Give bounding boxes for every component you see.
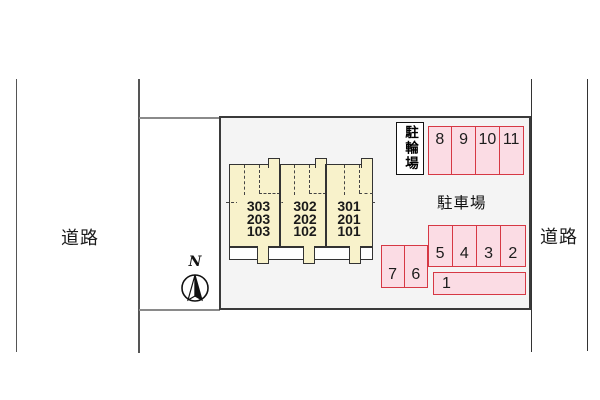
building-entry-tab-3: [349, 245, 361, 264]
unit-102: 102: [293, 223, 317, 240]
parking-number-7: 7: [388, 265, 398, 283]
unit-label-303: 303 203 103: [236, 198, 281, 240]
boundary-connector-bottom: [139, 309, 220, 311]
building-dashed-v1-unit2: [294, 165, 295, 195]
building-dashed-h-unit1: [358, 192, 373, 194]
parking-number-11: 11: [502, 131, 520, 148]
road-label-right: 道路: [540, 227, 578, 247]
parking-space-6: 6: [403, 246, 427, 287]
parking-space-5: 5: [429, 226, 452, 266]
boundary-connector-top: [139, 117, 220, 119]
parking-number-10: 10: [478, 131, 497, 148]
unit-103: 103: [246, 223, 271, 240]
unit-101: 101: [337, 223, 361, 240]
parking-row-pair: 7 6: [380, 245, 428, 288]
building-dashed-h-unit3: [258, 192, 280, 194]
road-line-right-outer: [586, 79, 588, 351]
parking-number-6: 6: [411, 265, 421, 283]
road-label-left: 道路: [61, 228, 99, 248]
unit-label-301: 301 201 101: [327, 198, 371, 240]
unit-203: 203: [246, 210, 271, 227]
unit-302: 302: [293, 198, 317, 214]
parking-lot-label: 駐車場: [437, 195, 487, 212]
compass-north-label: N: [188, 254, 203, 270]
building-entry-tab-2: [303, 245, 315, 264]
unit-label-302: 302 202 102: [283, 198, 327, 240]
parking-number-3: 3: [484, 245, 494, 262]
building-dashed-v1-unit3: [243, 165, 245, 195]
parking-space-8: 8: [429, 127, 452, 174]
parking-space-10: 10: [475, 127, 499, 174]
building-dashed-h-unit2: [309, 192, 326, 194]
parking-number-9: 9: [459, 131, 469, 148]
parking-space-1: 1: [433, 271, 526, 295]
parking-space-4: 4: [451, 226, 476, 266]
bicycle-parking-box: 駐輪場: [396, 122, 424, 175]
building-stair-top-1: [268, 158, 280, 168]
parking-space-7: 7: [382, 246, 404, 287]
unit-303: 303: [246, 198, 271, 214]
parking-space-3: 3: [476, 226, 500, 266]
parking-number-1: 1: [442, 275, 451, 293]
building-dashed-v2-unit1: [358, 165, 360, 193]
building-unit-divider-1: [279, 164, 281, 247]
parking-number-8: 8: [435, 131, 445, 148]
compass-needle-west: [187, 274, 196, 302]
road-line-left-inner: [138, 79, 140, 353]
building-stair-top-2: [314, 158, 327, 168]
building-entry-tab-1: [257, 245, 269, 264]
unit-301: 301: [337, 198, 361, 214]
bicycle-parking-label: 駐輪場: [403, 125, 418, 172]
parking-space-1-cell: 1: [434, 273, 525, 295]
parking-space-9: 9: [451, 127, 475, 174]
road-line-left-outer: [15, 79, 17, 352]
road-line-right-inner: [530, 79, 532, 352]
building-unit-divider-2: [325, 164, 327, 247]
parking-number-5: 5: [435, 245, 445, 262]
compass-needle-east: [194, 274, 203, 302]
parking-row-middle: 5 4 3 2: [427, 225, 526, 267]
north-compass: N: [181, 254, 209, 302]
parking-space-11: 11: [498, 127, 523, 174]
parking-row-top: 8 9 10 11: [427, 126, 524, 175]
building-dashed-v2-unit3: [258, 165, 260, 193]
parking-number-2: 2: [508, 245, 518, 262]
building-stair-top-3: [360, 158, 373, 168]
parking-space-2: 2: [500, 226, 524, 266]
unit-202: 202: [293, 210, 317, 227]
building-dashed-v2-unit2: [309, 165, 310, 193]
building-dashed-v1-unit1: [343, 165, 345, 195]
unit-201: 201: [337, 210, 361, 227]
parking-number-4: 4: [459, 245, 469, 262]
